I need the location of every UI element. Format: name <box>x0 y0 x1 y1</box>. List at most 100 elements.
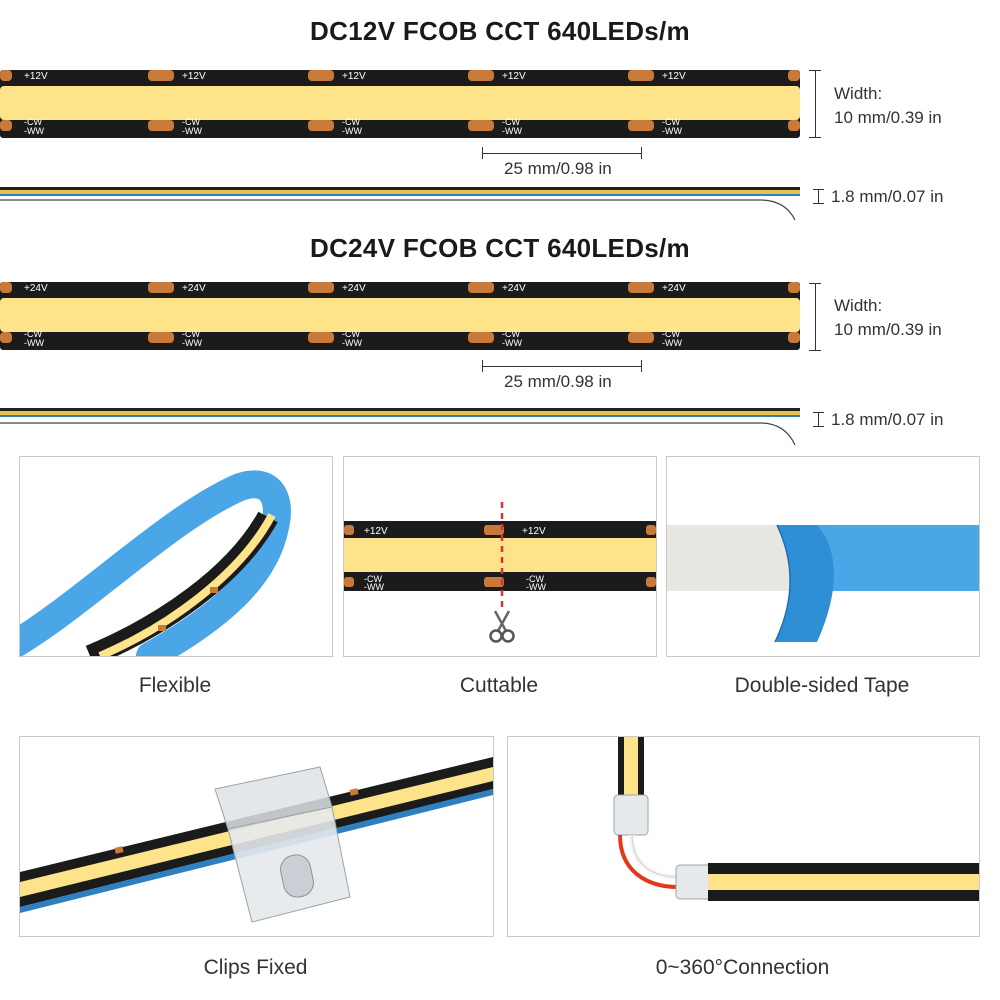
strip-voltage-label: +12V <box>24 71 48 82</box>
section2-side-profile <box>0 408 800 446</box>
section1-side-profile <box>0 187 800 221</box>
strip-voltage-label: +12V <box>182 71 206 82</box>
clips-panel <box>19 736 494 937</box>
strip-voltage-label: +12V <box>342 71 366 82</box>
section2-pads: +24V-CW-WW+24V-CW-WW+24V-CW-WW+24V-CW-WW… <box>0 282 800 348</box>
width-bracket-cap-top <box>809 70 821 71</box>
caption-cuttable: Cuttable <box>459 674 539 697</box>
caption-connection: 0~360°Connection <box>655 956 830 979</box>
pitch-cap-right <box>641 360 642 372</box>
copper-pad-bottom <box>468 120 494 131</box>
tape-image <box>667 524 979 643</box>
flexible-image <box>20 470 291 656</box>
cut-strip-label-right: +12V <box>522 526 546 537</box>
thickness-cap-top <box>813 189 824 190</box>
section2-thickness-value: 1.8 mm/0.07 in <box>831 410 944 429</box>
strip-voltage-label: +12V <box>502 71 526 82</box>
copper-pad-top <box>0 70 12 81</box>
copper-pad-top <box>308 282 334 293</box>
copper-pad-bottom <box>0 120 12 131</box>
copper-pad-top <box>148 282 174 293</box>
section2-strip: +24V-CW-WW+24V-CW-WW+24V-CW-WW+24V-CW-WW… <box>0 282 800 350</box>
copper-pad-bottom <box>308 332 334 343</box>
copper-pad-bottom <box>628 332 654 343</box>
caption-clips: Clips Fixed <box>203 956 308 979</box>
cut-strip-label-ww: -WW <box>364 582 384 592</box>
cut-strip-label-cw: -CW <box>526 574 544 584</box>
section2-width-label: Width: <box>834 296 883 315</box>
strip-cw-label: -CW <box>24 117 42 127</box>
cuttable-image: +12V +12V -CW -WW -CW -WW <box>344 502 656 643</box>
copper-pad-bottom <box>468 332 494 343</box>
mounting-clip <box>214 766 351 923</box>
strip-ww-label: -WW <box>662 126 682 136</box>
strip-voltage-label: +24V <box>24 283 48 294</box>
strip-voltage-label: +24V <box>662 283 686 294</box>
strip-voltage-label: +24V <box>502 283 526 294</box>
width-bracket <box>815 283 816 351</box>
strip-voltage-label: +12V <box>662 71 686 82</box>
copper-pad-top <box>468 70 494 81</box>
section1-pitch-value: 25 mm/0.98 in <box>504 159 612 178</box>
strip-ww-label: -WW <box>502 338 522 348</box>
section1-strip: +12V-CW-WW+12V-CW-WW+12V-CW-WW+12V-CW-WW… <box>0 70 800 138</box>
scissors-icon <box>489 610 515 643</box>
pitch-cap-right <box>641 147 642 159</box>
cut-strip-label-cw: -CW <box>364 574 382 584</box>
pitch-line <box>482 153 642 154</box>
strip-ww-label: -WW <box>24 338 44 348</box>
caption-tape: Double-sided Tape <box>734 674 910 697</box>
section1-width-label: Width: <box>834 84 883 103</box>
thickness-cap-bottom <box>813 426 824 427</box>
strip-cw-label: -CW <box>662 117 680 127</box>
strip-voltage-label: +24V <box>342 283 366 294</box>
section2-title: DC24V FCOB CCT 640LEDs/m <box>310 233 690 263</box>
strip-ww-label: -WW <box>342 126 362 136</box>
width-bracket-cap-top <box>809 283 821 284</box>
thickness-cap-bottom <box>813 203 824 204</box>
strip-voltage-label: +24V <box>182 283 206 294</box>
tape-panel <box>666 456 980 657</box>
pitch-cap-left <box>482 360 483 372</box>
strip-ww-label: -WW <box>182 126 202 136</box>
strip-cw-label: -CW <box>502 329 520 339</box>
copper-pad-top <box>788 282 800 293</box>
strip-cw-label: -CW <box>502 117 520 127</box>
copper-pad-bottom <box>788 332 800 343</box>
strip-ww-label: -WW <box>182 338 202 348</box>
strip-cw-label: -CW <box>662 329 680 339</box>
width-bracket-cap-bottom <box>809 350 821 351</box>
strip-cw-label: -CW <box>342 117 360 127</box>
copper-pad-top <box>148 70 174 81</box>
copper-pad-bottom <box>148 332 174 343</box>
copper-pad-top <box>628 282 654 293</box>
copper-pad-top <box>0 282 12 293</box>
strip-cw-label: -CW <box>182 329 200 339</box>
strip-ww-label: -WW <box>662 338 682 348</box>
copper-pad-top <box>788 70 800 81</box>
section2-width-value: 10 mm/0.39 in <box>834 320 942 339</box>
caption-flexible: Flexible <box>138 674 212 697</box>
pitch-cap-left <box>482 147 483 159</box>
cut-strip-label-left: +12V <box>364 526 388 537</box>
section1-thickness-value: 1.8 mm/0.07 in <box>831 187 944 206</box>
connection-panel <box>507 736 980 937</box>
copper-pad-top <box>308 70 334 81</box>
section2-pitch-value: 25 mm/0.98 in <box>504 372 612 391</box>
section1-pads: +12V-CW-WW+12V-CW-WW+12V-CW-WW+12V-CW-WW… <box>0 70 800 136</box>
cuttable-panel: +12V +12V -CW -WW -CW -WW <box>343 456 657 657</box>
copper-pad-bottom <box>148 120 174 131</box>
copper-pad-bottom <box>628 120 654 131</box>
thickness-cap-top <box>813 412 824 413</box>
width-bracket-cap-bottom <box>809 137 821 138</box>
section1-width-value: 10 mm/0.39 in <box>834 108 942 127</box>
width-bracket <box>815 70 816 138</box>
thickness-bracket <box>818 412 819 426</box>
cut-strip-label-ww: -WW <box>526 582 546 592</box>
copper-pad-bottom <box>308 120 334 131</box>
strip-cw-label: -CW <box>182 117 200 127</box>
flexible-panel <box>19 456 333 657</box>
thickness-bracket <box>818 189 819 203</box>
copper-pad-top <box>468 282 494 293</box>
strip-cw-label: -CW <box>24 329 42 339</box>
